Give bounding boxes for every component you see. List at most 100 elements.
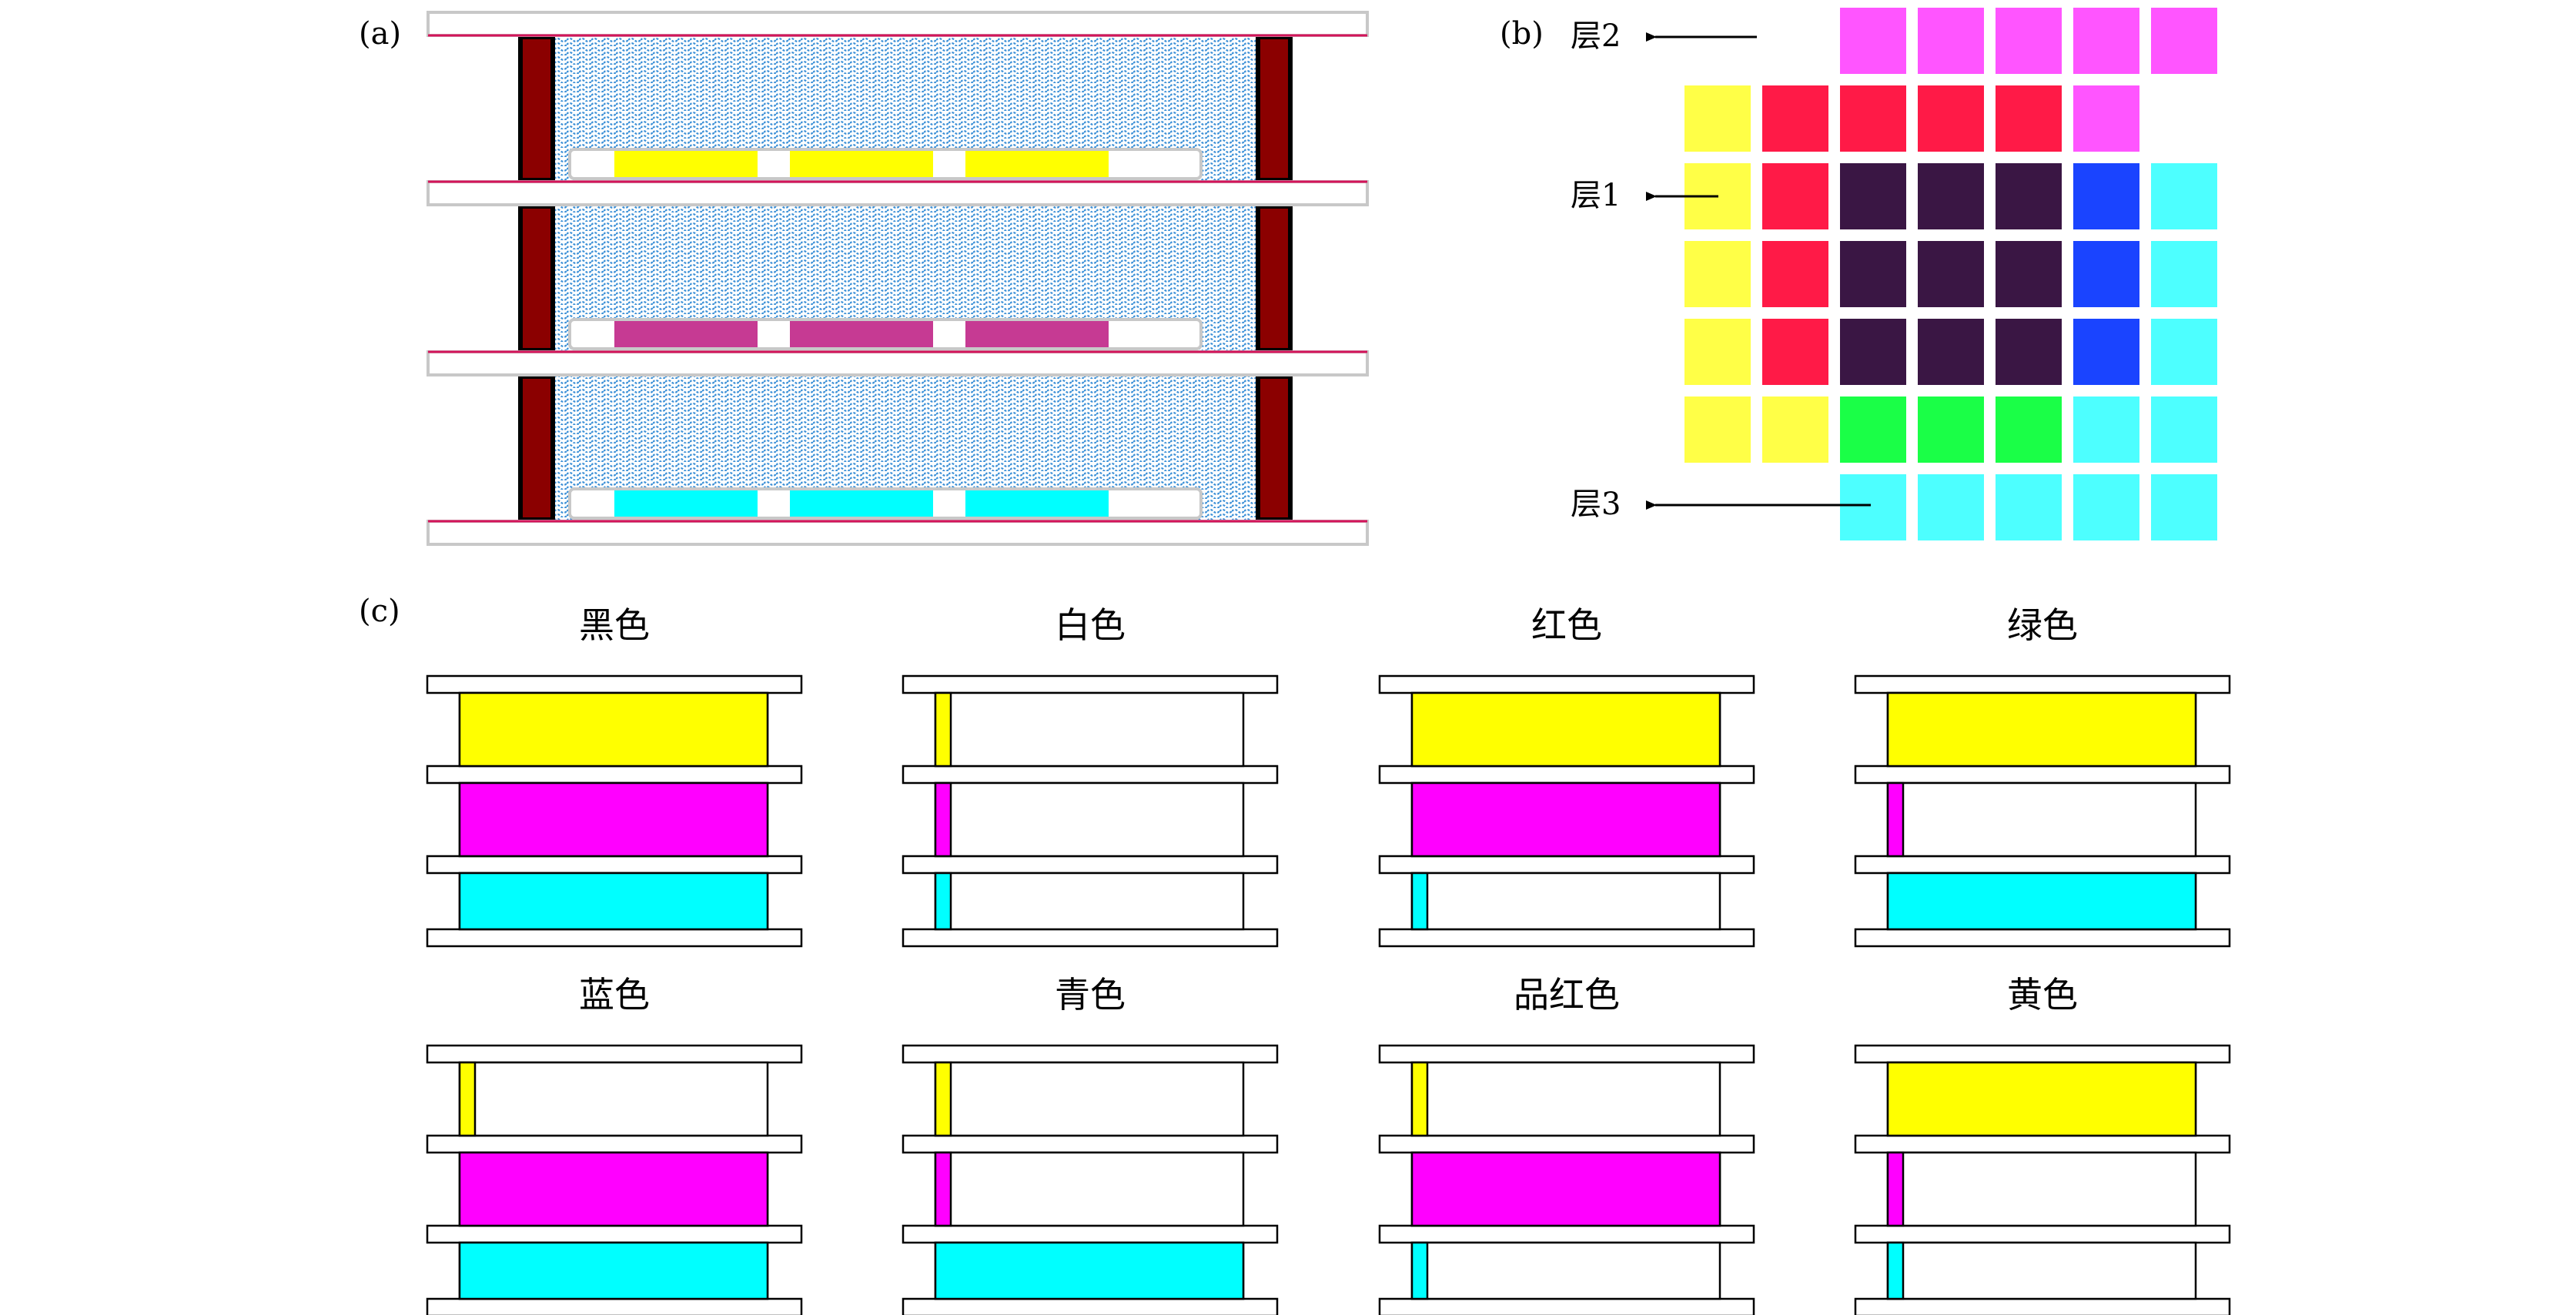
- layer-label-1-text: 层1: [1571, 178, 1621, 213]
- stack-layer-1: [518, 35, 1293, 182]
- cell-ink-layer-3: [1410, 1241, 1429, 1300]
- substrate-plate: [427, 11, 1369, 37]
- cell-chamber: [1886, 1241, 2197, 1300]
- side-wall-left: [518, 374, 555, 522]
- pixel-electrode: [790, 490, 933, 517]
- cell-ink-layer-1: [1886, 691, 2197, 768]
- cell-plate: [426, 1134, 803, 1154]
- cell-plate: [426, 928, 803, 948]
- cell-ink-layer-1: [934, 1061, 952, 1137]
- grid-cell-yellow: [1762, 397, 1828, 463]
- panel-b-pixel-grid: [1684, 8, 2217, 540]
- cell-plate: [1378, 1134, 1755, 1154]
- cell-ink-layer-3: [458, 1241, 769, 1300]
- panel-label-c: (c): [359, 594, 400, 629]
- cell-plate: [426, 1224, 803, 1244]
- grid-cell-red: [1918, 85, 1984, 152]
- layer-label-2: 层2: [1571, 18, 1757, 54]
- side-wall-left: [518, 35, 555, 182]
- cell-chamber: [1886, 1151, 2197, 1227]
- cell-plate: [426, 765, 803, 785]
- grid-cell-red: [1762, 85, 1828, 152]
- color-state-1: 黑色: [426, 604, 803, 948]
- pixel-electrode: [614, 151, 758, 177]
- grid-cell-magenta: [2073, 85, 2139, 152]
- grid-cell-cyan: [1918, 474, 1984, 540]
- cell-chamber: [934, 691, 1245, 768]
- cell-chamber: [934, 781, 1245, 858]
- cell-ink-layer-3: [934, 1241, 1245, 1300]
- cell-plate: [1378, 855, 1755, 875]
- color-state-title: 黄色: [2007, 974, 2078, 1016]
- cell-ink-layer-2: [934, 1151, 952, 1227]
- cell-plate: [1854, 1297, 2231, 1315]
- side-wall-left: [518, 204, 555, 353]
- cell-ink-layer-2: [1410, 781, 1721, 858]
- cell-ink-layer-1: [458, 1061, 477, 1137]
- cell-plate: [1378, 674, 1755, 694]
- grid-cell-magenta: [1918, 8, 1984, 74]
- pixel-electrode: [965, 321, 1109, 347]
- panel-label-b: (b): [1500, 16, 1544, 52]
- cell-plate: [1378, 1297, 1755, 1315]
- pixel-electrode: [790, 321, 933, 347]
- grid-cell-red: [1762, 241, 1828, 307]
- color-state-title: 红色: [1531, 604, 1602, 646]
- cell-ink-layer-2: [1886, 1151, 1905, 1227]
- color-state-title: 蓝色: [579, 974, 650, 1016]
- grid-cell-dark: [1918, 163, 1984, 229]
- cell-ink-layer-2: [458, 781, 769, 858]
- cell-chamber: [1410, 1061, 1721, 1137]
- color-state-8: 黄色: [1854, 974, 2231, 1315]
- grid-cell-red: [1996, 85, 2062, 152]
- cell-plate: [1854, 855, 2231, 875]
- grid-cell-dark: [1840, 163, 1906, 229]
- grid-cell-cyan: [2073, 397, 2139, 463]
- cell-chamber: [458, 1061, 769, 1137]
- stack-layer-2: [518, 204, 1293, 353]
- grid-cell-blue: [2073, 241, 2139, 307]
- side-wall-right: [1256, 204, 1293, 353]
- grid-cell-dark: [1840, 319, 1906, 385]
- stack-layer-3: [518, 374, 1293, 522]
- color-state-title: 绿色: [2007, 604, 2078, 646]
- cell-ink-layer-1: [1410, 691, 1721, 768]
- grid-cell-cyan: [2151, 474, 2217, 540]
- grid-cell-cyan: [2151, 163, 2217, 229]
- grid-cell-cyan: [2151, 241, 2217, 307]
- grid-cell-green: [1840, 397, 1906, 463]
- cell-plate: [902, 674, 1279, 694]
- pixel-electrode: [614, 490, 758, 517]
- cell-chamber: [1886, 781, 2197, 858]
- color-state-title: 黑色: [579, 604, 650, 646]
- color-state-4: 绿色: [1854, 604, 2231, 948]
- grid-cell-green: [1996, 397, 2062, 463]
- cell-plate: [1854, 928, 2231, 948]
- cell-plate: [902, 1224, 1279, 1244]
- grid-cell-cyan: [1996, 474, 2062, 540]
- cell-plate: [902, 1134, 1279, 1154]
- cell-plate: [1378, 765, 1755, 785]
- grid-cell-dark: [1996, 319, 2062, 385]
- cell-ink-layer-2: [1886, 781, 1905, 858]
- panel-c-color-states: 黑色白色红色绿色蓝色青色品红色黄色: [426, 604, 2231, 1315]
- side-wall-right: [1256, 374, 1293, 522]
- grid-cell-magenta: [1840, 8, 1906, 74]
- cell-ink-layer-1: [1410, 1061, 1429, 1137]
- pixel-electrode: [614, 321, 758, 347]
- cell-plate: [426, 1044, 803, 1064]
- grid-cell-magenta: [2073, 8, 2139, 74]
- cell-plate: [1854, 765, 2231, 785]
- cell-chamber: [934, 872, 1245, 931]
- cell-chamber: [1410, 1241, 1721, 1300]
- cell-plate: [1854, 1134, 2231, 1154]
- cell-plate: [1854, 674, 2231, 694]
- panel-label-a: (a): [359, 16, 401, 52]
- cell-plate: [426, 855, 803, 875]
- grid-cell-cyan: [2073, 474, 2139, 540]
- grid-cell-dark: [1996, 241, 2062, 307]
- side-wall-right: [1256, 35, 1293, 182]
- grid-cell-red: [1840, 85, 1906, 152]
- cell-plate: [1378, 1044, 1755, 1064]
